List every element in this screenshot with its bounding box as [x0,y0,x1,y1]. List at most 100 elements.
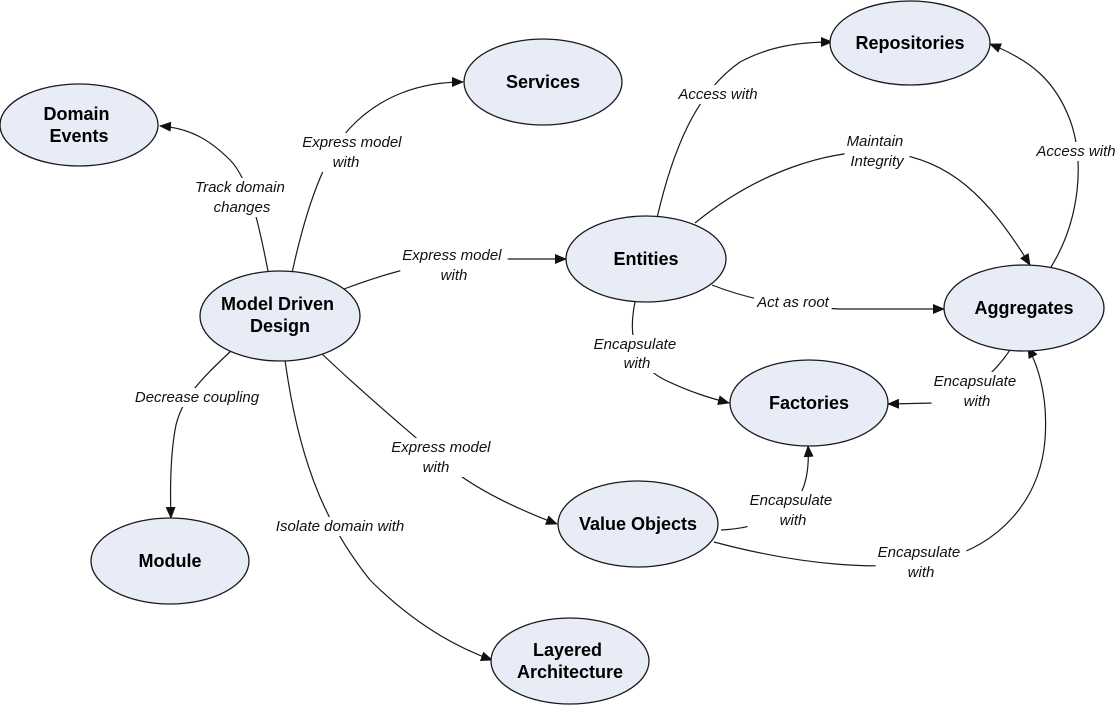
edge-express-model-services: Express model with [291,77,464,274]
edge-label-background [675,85,760,104]
edge-label-background [389,438,497,477]
node-shape [463,38,623,126]
edge-maintain-integrity: Maintain Integrity [694,132,1031,266]
edge-label: Track domain changes [195,179,289,216]
node-label-line: Repositories [855,33,964,53]
node-label: Factories [769,393,849,413]
edge-label-line: Maintain [847,133,904,150]
node-shape [729,359,889,447]
node-shape [565,215,727,303]
edge-label-line: Isolate domain with [276,518,404,535]
node-label-line: Factories [769,393,849,413]
node-services[interactable]: Services [463,38,623,126]
edge-label-line: Express model [402,247,502,264]
edge-entities-encapsulate: Encapsulate with [591,301,730,406]
node-repositories[interactable]: Repositories [829,0,991,86]
edge-label-background [400,246,508,285]
node-label: Aggregates [974,298,1073,318]
edge-label-line: with [908,564,935,581]
edge-label: Express model with [391,439,494,476]
edge-label-line: with [423,459,450,476]
edge-value-objects-encapsulate: Encapsulate with [720,445,839,531]
node-label-line: Aggregates [974,298,1073,318]
edge-label-background [591,335,683,373]
edge-line [713,346,1047,567]
node-factories[interactable]: Factories [729,359,889,447]
node-label: Entities [613,249,678,269]
node-shape [490,617,650,705]
edge-label: Access with [1035,143,1115,160]
node-entities[interactable]: Entities [565,215,727,303]
edge-label-line: Encapsulate [934,373,1017,390]
node-label: Domain Events [43,104,114,146]
node-label-line: Model Driven [221,294,334,314]
edge-label-line: Access with [677,86,757,103]
node-label-line: Architecture [517,662,623,682]
node-label-line: Layered [533,640,602,660]
node-domain-events[interactable]: Domain Events [0,83,159,167]
edge-line [989,43,1079,268]
node-label: Model Driven Design [221,294,339,336]
edge-label-background [193,178,291,217]
node-shape [557,480,719,568]
edge-label: Express model with [302,134,405,171]
edges: Track domain changes Express model with … [132,37,1118,662]
node-value-objects[interactable]: Value Objects [557,480,719,568]
edge-label-line: with [780,512,807,529]
edge-label: Decrease coupling [135,389,260,406]
edge-label-line: with [964,393,991,410]
node-label-line: Services [506,72,580,92]
edge-isolate-domain: Isolate domain with [273,359,493,662]
edge-label-line: Access with [1035,143,1115,160]
edge-label-line: Encapsulate [878,544,961,561]
edge-line [284,359,493,662]
node-shape [90,517,250,605]
edge-label-line: with [441,267,468,284]
edge-line [165,349,233,519]
node-label: Services [506,72,580,92]
edge-label-background [931,372,1023,411]
edge-entities-access-with: Access with [656,37,833,219]
node-layered-architecture[interactable]: Layered Architecture [490,617,650,705]
edge-label-background [747,491,839,530]
edge-label: Encapsulate with [594,336,681,372]
node-label-line: Value Objects [579,514,697,534]
node-model-driven-design[interactable]: Model Driven Design [199,270,361,362]
edge-express-model-entities: Express model with [343,246,567,290]
node-label: Value Objects [579,514,697,534]
edge-label: Maintain Integrity [847,133,908,170]
node-aggregates[interactable]: Aggregates [943,264,1105,352]
edge-label-background [754,293,832,312]
edge-label-background [300,133,408,172]
edge-label-background [875,543,967,582]
edge-line [159,121,269,272]
edge-label-line: with [624,355,651,372]
edge-act-as-root: Act as root [711,284,945,314]
edge-label: Express model with [402,247,505,284]
edge-aggregates-encapsulate: Encapsulate with [887,349,1023,411]
edge-line [656,37,833,219]
edge-label: Encapsulate with [934,373,1021,410]
node-label: Module [139,551,202,571]
edge-label-line: Express model [302,134,402,151]
node-label-line: Design [250,316,310,336]
node-shape [0,83,159,167]
edge-label-line: Integrity [850,153,905,170]
node-module[interactable]: Module [90,517,250,605]
edge-label-line: Encapsulate [750,492,833,509]
edge-label: Encapsulate with [878,544,965,581]
edge-label-line: Act as root [756,294,830,311]
node-label: Layered Architecture [517,640,623,682]
node-label-line: Events [49,126,108,146]
edge-label-background [273,517,407,536]
node-label: Repositories [855,33,964,53]
node-label-line: Domain [43,104,109,124]
edge-label-line: changes [214,199,271,216]
node-shape [199,270,361,362]
edge-label-background [132,388,262,407]
edge-label: Act as root [756,294,830,311]
edge-label-line: Track domain [195,179,285,196]
edge-value-objects-encapsulate-aggregates: Encapsulate with [713,346,1047,582]
edge-label: Access with [677,86,757,103]
